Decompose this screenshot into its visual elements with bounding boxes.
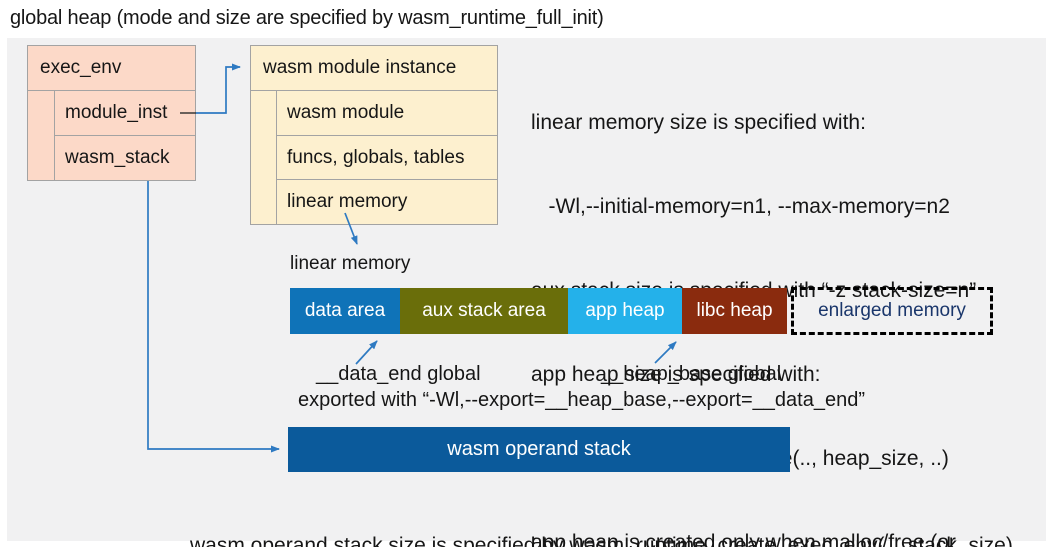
wasm-operand-stack-bar: wasm operand stack <box>288 427 790 472</box>
module-instance-header: wasm module instance <box>251 46 497 91</box>
module-instance-row-wasm-module: wasm module <box>277 91 497 136</box>
module-instance-body: wasm module funcs, globals, tables linea… <box>251 91 497 224</box>
note-line: -Wl,--initial-memory=n1, --max-memory=n2 <box>531 195 950 218</box>
exec-env-rows: module_inst wasm_stack <box>55 91 195 180</box>
note-line: linear memory size is specified with: <box>531 111 866 134</box>
module-instance-row-linear-memory: linear memory <box>287 191 408 213</box>
linear-memory-bar: data area aux stack area app heap libc h… <box>290 288 787 334</box>
export-flags-label: exported with “-Wl,--export=__heap_base,… <box>298 389 865 411</box>
segment-app-heap: app heap <box>568 288 682 334</box>
operand-stack-notes: wasm operand stack size is specified by … <box>190 478 1013 547</box>
module-instance-rows: wasm module funcs, globals, tables linea… <box>277 91 497 224</box>
data-end-global-label: __data_end global <box>316 363 481 385</box>
segment-aux-stack-area: aux stack area <box>400 288 568 334</box>
linear-memory-label: linear memory <box>290 253 411 274</box>
exec-env-row-module-inst: module_inst <box>55 91 195 136</box>
exec-env-box: exec_env module_inst wasm_stack <box>27 45 196 181</box>
module-instance-box: wasm module instance wasm module funcs, … <box>250 45 498 225</box>
note-line: app heap is created only when malloc/fre… <box>531 531 956 547</box>
exec-env-header: exec_env <box>28 46 195 91</box>
note-line: app heap size is specified with: <box>531 363 821 386</box>
segment-libc-heap: libc heap <box>682 288 787 334</box>
diagram-title: global heap (mode and size are specified… <box>10 7 604 29</box>
module-instance-indent <box>251 91 277 224</box>
exec-env-row-wasm-stack: wasm_stack <box>65 147 170 168</box>
segment-enlarged-memory: enlarged memory <box>791 287 993 335</box>
module-instance-row-funcs-globals-tables: funcs, globals, tables <box>277 136 497 181</box>
heap-base-global-label: __heap_base global <box>601 363 782 385</box>
exec-env-indent <box>28 91 55 180</box>
footer-line: wasm operand stack size is specified by … <box>190 534 1013 547</box>
exec-env-body: module_inst wasm_stack <box>28 91 195 180</box>
segment-data-area: data area <box>290 288 400 334</box>
